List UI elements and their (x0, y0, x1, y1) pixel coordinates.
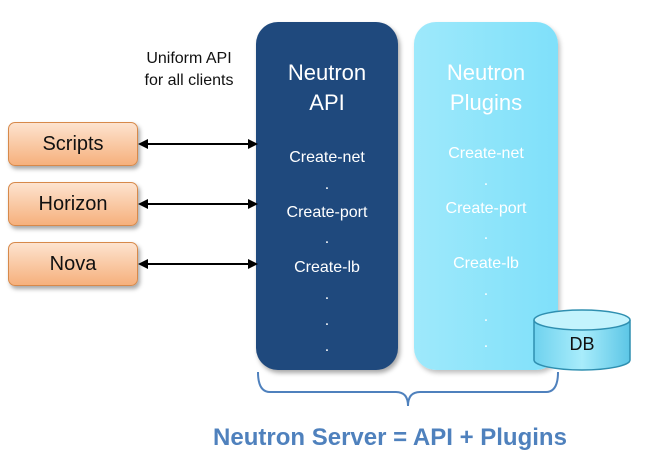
footer-title: Neutron Server = API + Plugins (213, 424, 567, 451)
neutron-plugins-title: Neutron Plugins (414, 58, 558, 118)
plugins-ellipsis-dot: . (483, 172, 489, 189)
neutron-plugins-title-line1: Neutron (446, 60, 526, 85)
plugins-ellipsis-dot: . (483, 226, 489, 243)
api-ellipsis-dot: . (324, 338, 330, 355)
plugins-item-create-lb: Create-lb (453, 255, 519, 272)
client-nova-label: Nova (49, 252, 97, 275)
api-item-create-lb: Create-lb (294, 259, 360, 276)
api-item-create-port: Create-port (286, 204, 368, 221)
client-horizon: Horizon (8, 182, 138, 226)
plugins-ellipsis-dot: . (483, 334, 489, 351)
api-ellipsis-dot: . (324, 230, 330, 247)
neutron-api-title-line1: Neutron (287, 60, 367, 85)
neutron-plugins-title-line2: Plugins (449, 90, 523, 115)
plugins-item-create-net: Create-net (448, 145, 524, 162)
client-scripts-label: Scripts (42, 132, 104, 155)
neutron-api-title: Neutron API (256, 58, 398, 118)
api-ellipsis-dot: . (324, 312, 330, 329)
neutron-api-title-line2: API (309, 90, 345, 115)
db-cylinder-icon (533, 309, 631, 371)
client-nova: Nova (8, 242, 138, 286)
client-scripts: Scripts (8, 122, 138, 166)
neutron-api-column: Neutron API Create-net . Create-port . C… (256, 22, 398, 370)
api-item-create-net: Create-net (289, 149, 365, 166)
server-brace (257, 371, 559, 407)
db-label: DB (569, 334, 595, 354)
api-ellipsis-dot: . (324, 286, 330, 303)
plugins-item-create-port: Create-port (445, 200, 527, 217)
uniform-api-caption: Uniform API for all clients (125, 48, 253, 92)
uniform-api-line2: for all clients (144, 72, 234, 89)
neutron-plugins-column: Neutron Plugins Create-net . Create-port… (414, 22, 558, 370)
api-ellipsis-dot: . (324, 176, 330, 193)
plugins-ellipsis-dot: . (483, 282, 489, 299)
plugins-ellipsis-dot: . (483, 308, 489, 325)
uniform-api-line1: Uniform API (146, 50, 232, 67)
client-horizon-label: Horizon (38, 192, 108, 215)
